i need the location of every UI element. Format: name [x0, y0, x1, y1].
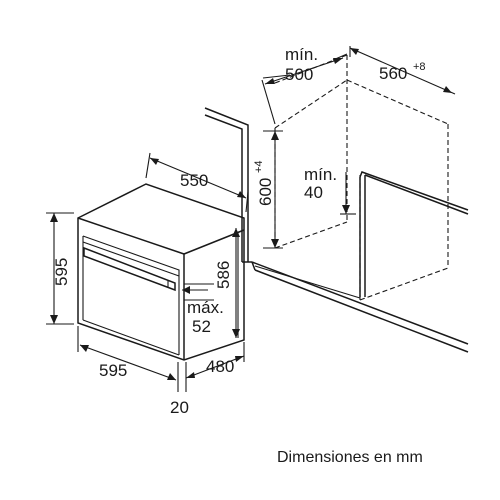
- arrowhead: [186, 372, 195, 378]
- niche-back-top-edge: [346, 79, 449, 125]
- dim-550-line: [149, 157, 247, 199]
- niche-drawing: [204, 46, 469, 353]
- oven-depth-top-label: 550: [180, 171, 208, 190]
- niche-ceiling-left-edge: [274, 79, 348, 129]
- oven-depth-bottom-label: 480: [206, 357, 234, 376]
- oven-drawing: [46, 152, 249, 392]
- arrowhead: [237, 191, 246, 198]
- arrowhead: [167, 373, 176, 380]
- arrowhead: [443, 86, 452, 93]
- dim-depth-ext-left-top: [262, 74, 291, 79]
- arrowhead: [80, 345, 89, 352]
- gap-value-label: 40: [304, 183, 323, 202]
- arrowhead: [235, 356, 244, 362]
- oven-front-top-edge: [77, 217, 185, 255]
- dim-depth-ext-left: [261, 79, 276, 125]
- arrowhead: [232, 228, 240, 237]
- arrowhead: [50, 213, 58, 222]
- niche-height-tolerance-label: +4: [253, 160, 265, 173]
- oven-control-strip: [82, 241, 180, 277]
- dim-480-line: [185, 355, 245, 379]
- oven-door-top: [82, 235, 180, 355]
- floor-corner: [251, 261, 256, 271]
- niche-width-tolerance-label: +8: [413, 61, 426, 73]
- oven-door-bottom: [82, 319, 180, 356]
- arrowhead: [271, 131, 279, 140]
- niche-depth-value-label: 500: [285, 65, 313, 84]
- oven-height-right-label: 586: [214, 261, 233, 289]
- floor-lower-line: [254, 269, 469, 353]
- arrowhead: [232, 329, 240, 338]
- dim-550-ext-left: [145, 152, 151, 179]
- gap-prefix-label: mín.: [304, 165, 337, 184]
- arrowhead: [350, 48, 359, 55]
- niche-depth-prefix-label: mín.: [285, 45, 318, 64]
- arrowhead: [333, 58, 343, 64]
- dim-550-ext-right: [245, 191, 249, 213]
- dim-595w-line: [79, 344, 177, 381]
- oven-body-outline: [77, 183, 245, 361]
- arrowhead: [150, 158, 159, 165]
- oven-height-left-label: 595: [52, 258, 71, 286]
- handle-prefix-label: máx.: [187, 298, 224, 317]
- niche-floor-left-edge: [274, 221, 348, 249]
- arrowhead: [271, 239, 279, 248]
- niche-width-value-label: 560: [379, 64, 407, 83]
- dim-width-line: [349, 47, 456, 95]
- oven-width-bottom-label: 595: [99, 361, 127, 380]
- arrowhead: [342, 205, 350, 214]
- right-side-panel-top-inner: [364, 174, 469, 215]
- handle-value-label: 52: [192, 317, 211, 336]
- niche-floor-right-edge: [359, 267, 449, 301]
- arrowhead: [50, 315, 58, 324]
- units-caption: Dimensiones en mm: [277, 449, 423, 466]
- right-side-panel-top: [359, 171, 469, 211]
- oven-handle: [83, 246, 176, 292]
- niche-height-value-label: 600: [256, 178, 275, 206]
- arrowhead: [182, 286, 190, 294]
- arrowhead: [265, 78, 275, 84]
- front-thickness-label: 20: [170, 398, 189, 417]
- floor-shelf-line: [254, 265, 361, 299]
- dim-depth-line: [264, 57, 344, 85]
- left-wall-panel: [204, 107, 249, 262]
